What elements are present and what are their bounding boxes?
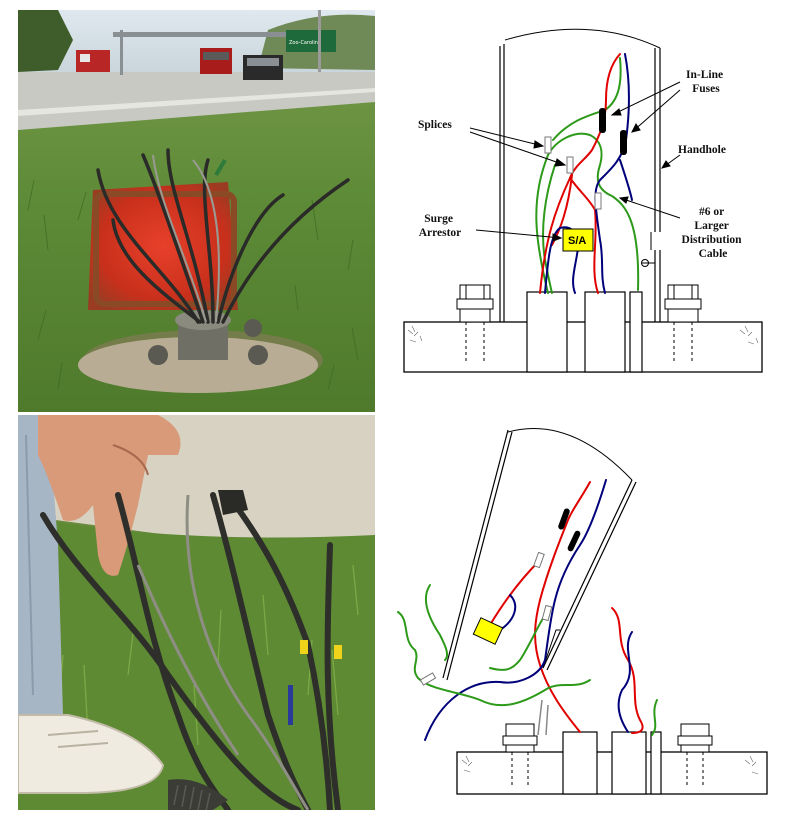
diagram-intact-pole-wiring: S/A In-Line Fuses Splices Handhole Surg	[380, 10, 785, 410]
diagram-knocked-down-pole-wiring	[380, 420, 785, 810]
svg-text:Zoo-Carolina: Zoo-Carolina	[289, 40, 321, 46]
ground-rod	[650, 731, 662, 795]
splice	[533, 551, 545, 569]
wire-red	[569, 177, 599, 294]
splice	[566, 156, 574, 174]
wire-blue	[594, 53, 630, 294]
surge-arrestor-box	[472, 617, 504, 645]
wire-red	[489, 559, 541, 626]
splice	[544, 136, 552, 154]
conduit-right	[611, 731, 647, 795]
fuse	[599, 108, 606, 133]
conduit-left	[526, 291, 568, 373]
label-splices: Splices	[418, 119, 452, 131]
pole-shaft	[504, 28, 661, 49]
fuse	[620, 130, 627, 155]
pole-shaft	[507, 428, 633, 481]
conduit-left	[562, 731, 598, 795]
wire-green	[535, 132, 640, 294]
photo-broken-pole-base: Zoo-Carolina	[18, 10, 375, 412]
label-inline-fuses: In-Line Fuses	[686, 69, 726, 95]
surge-arrestor-box-label: S/A	[568, 235, 586, 247]
photo-hand-holding-wires	[18, 415, 375, 810]
foundation	[403, 321, 763, 373]
wire-red	[539, 53, 621, 294]
wire-blue	[499, 594, 517, 631]
conduit-right	[584, 291, 626, 373]
label-handhole: Handhole	[678, 144, 726, 156]
splice	[594, 192, 602, 210]
ground-rod	[629, 291, 643, 373]
wire-green	[542, 164, 556, 294]
wire-red	[611, 607, 644, 734]
fuse	[567, 530, 581, 552]
wire-red	[534, 481, 591, 733]
wire-green	[651, 699, 658, 736]
splice	[419, 672, 437, 686]
concrete-texture	[407, 325, 759, 345]
wire-green	[397, 611, 591, 707]
wire-green	[489, 609, 549, 671]
surge-arrestor-box	[562, 228, 594, 252]
label-distribution-cable: #6 or Larger Distribution Cable	[682, 206, 745, 260]
wire-blue	[619, 159, 633, 201]
splice	[541, 604, 553, 622]
wire-green	[424, 584, 449, 661]
fuse	[558, 508, 570, 530]
wire-blue	[424, 479, 607, 741]
label-surge-arrestor: Surge Arrestor	[419, 213, 462, 239]
wire-blue	[617, 631, 633, 733]
